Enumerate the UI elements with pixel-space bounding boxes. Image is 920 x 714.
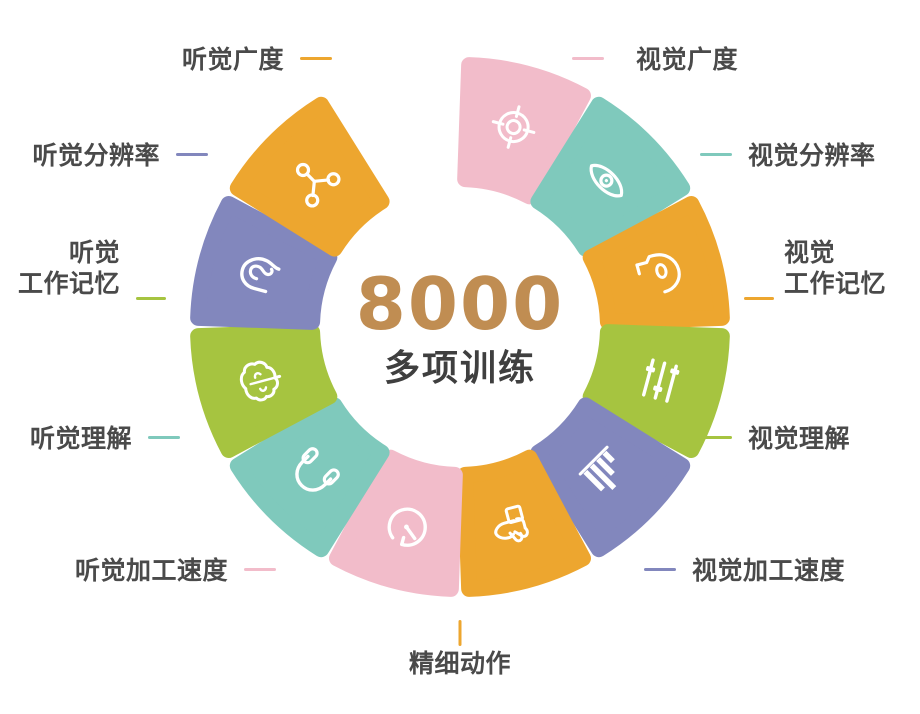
wheel-segment-auditory-comprehension[interactable]: [229, 397, 390, 558]
segment-label-line: 听觉: [68, 239, 120, 267]
segment-label-visual-resolution: 视觉分辨率: [748, 141, 876, 172]
segment-label-line: 工作记忆: [17, 269, 120, 298]
segment-label-line: 视觉分辨率: [748, 142, 876, 170]
segment-label-line: 听觉广度: [181, 46, 284, 74]
segment-label-visual-span: 视觉广度: [636, 45, 738, 76]
segment-label-line: 听觉分辨率: [32, 142, 160, 170]
segment-label-auditory-processing-speed: 听觉加工速度: [75, 556, 228, 587]
connector-dash-auditory-processing-speed: [244, 568, 276, 571]
wheel-segment-auditory-resolution[interactable]: [190, 195, 338, 330]
segment-label-auditory-working-memory: 听觉工作记忆: [18, 238, 120, 299]
segment-label-visual-processing-speed: 视觉加工速度: [692, 556, 845, 587]
connector-dash-auditory-working-memory: [136, 297, 166, 300]
wheel-segment-auditory-processing-speed[interactable]: [328, 449, 463, 597]
segment-label-line: 听觉理解: [29, 425, 132, 453]
segment-label-line: 视觉加工速度: [692, 557, 846, 585]
segment-label-line: 工作记忆: [784, 269, 887, 298]
connector-dash-visual-comprehension: [700, 436, 732, 439]
connector-dash-visual-processing-speed: [644, 568, 676, 571]
segment-label-line: 听觉加工速度: [74, 557, 228, 585]
segment-label-auditory-span: 听觉广度: [182, 45, 284, 76]
segment-label-auditory-comprehension: 听觉理解: [30, 424, 132, 455]
wheel-segment-visual-working-memory[interactable]: [582, 195, 730, 330]
segment-label-visual-comprehension: 视觉理解: [748, 424, 850, 455]
connector-dash-visual-working-memory: [744, 297, 774, 300]
segment-label-auditory-resolution: 听觉分辨率: [32, 141, 160, 172]
connector-dash-visual-resolution: [700, 153, 732, 156]
segment-label-line: 视觉理解: [748, 425, 851, 453]
segment-label-line: 视觉: [784, 239, 836, 267]
connector-dash-fine-motor: [458, 620, 462, 646]
segment-label-line: 视觉广度: [636, 46, 739, 74]
segment-label-visual-working-memory: 视觉工作记忆: [784, 238, 886, 299]
segments-layer: [190, 57, 730, 597]
wheel-segment-visual-processing-speed[interactable]: [530, 397, 691, 558]
segment-label-fine-motor: 精细动作: [0, 649, 920, 680]
segment-label-line: 精细动作: [408, 650, 511, 678]
connector-dash-auditory-comprehension: [148, 436, 180, 439]
connector-dash-auditory-span: [300, 57, 332, 60]
connector-dash-visual-span: [572, 57, 604, 60]
connectors-layer: [136, 57, 774, 646]
connector-dash-auditory-resolution: [176, 153, 208, 156]
